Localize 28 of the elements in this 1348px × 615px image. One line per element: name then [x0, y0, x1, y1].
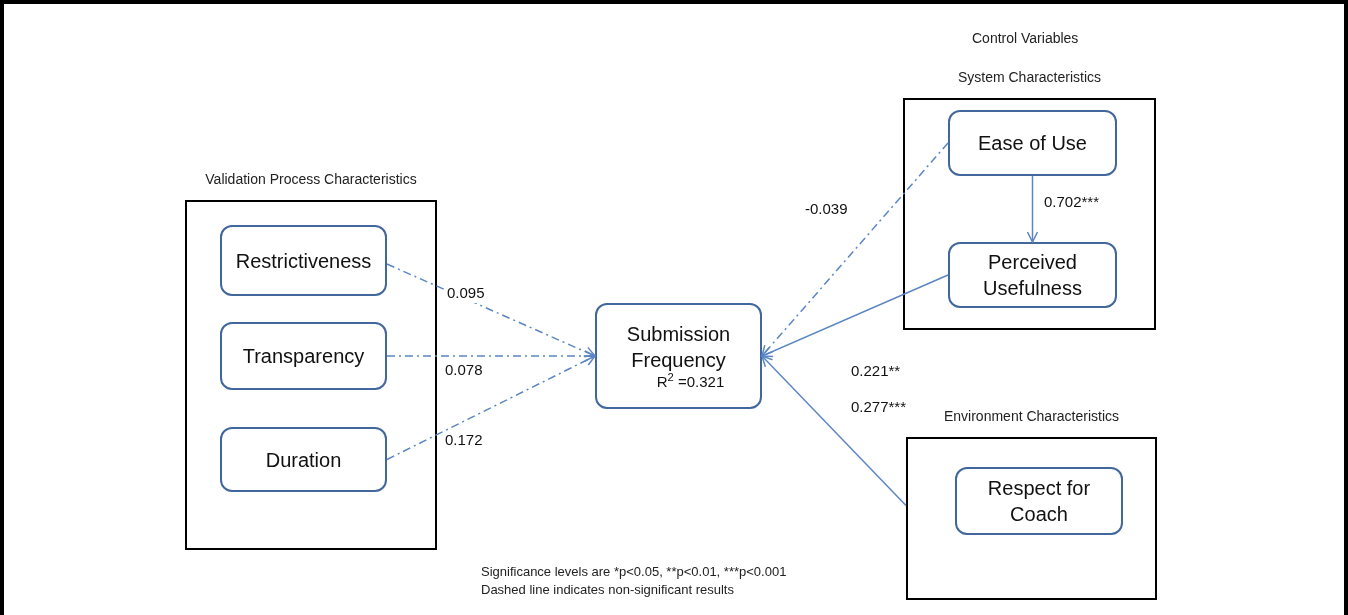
path-arrow	[1026, 175, 1039, 243]
construct-box	[220, 225, 387, 296]
construct-box	[955, 467, 1123, 535]
group-heading: Environment Characteristics	[942, 407, 1121, 426]
section-title: Control Variables	[972, 29, 1079, 48]
construct-box	[948, 242, 1117, 308]
construct-box	[948, 110, 1117, 176]
path-arrow	[761, 142, 949, 357]
path-arrow	[386, 350, 596, 362]
construct-name: Submission Frequency	[625, 321, 732, 373]
construct-box	[220, 427, 387, 492]
construct-box	[220, 322, 387, 390]
footnote: Dashed line indicates non-significant results	[481, 581, 735, 599]
path-arrow	[386, 355, 596, 461]
path-arrow	[761, 274, 949, 358]
construct-name: Duration	[265, 447, 342, 473]
construct-name: Ease of Use	[978, 131, 1087, 156]
construct-name: Transparency	[242, 344, 365, 369]
r-squared-value: R$^{2}$ =0.321	[655, 372, 725, 392]
footnote: Significance levels are *p<0.05, **p<0.01, ***p<0.001	[481, 563, 787, 581]
path-arrow	[761, 355, 907, 507]
construct-name: Restrictiveness	[235, 248, 372, 274]
path-arrow	[386, 263, 596, 358]
group-heading: Validation Process Characteristics	[204, 170, 418, 189]
construct-name: Perceived Usefulness	[982, 250, 1083, 301]
construct-name: Respect for Coach	[986, 476, 1092, 527]
group-heading: System Characteristics	[956, 68, 1103, 87]
construct-box	[595, 303, 762, 409]
